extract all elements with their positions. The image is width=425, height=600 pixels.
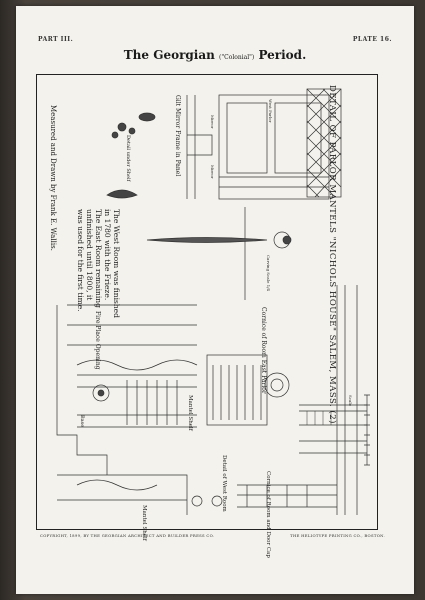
label-base: Base bbox=[79, 415, 85, 428]
note-line-1: The West Room was finished bbox=[112, 209, 121, 318]
label-fire-place: Fire Place Opening bbox=[94, 311, 101, 370]
main-heading: DETAIL OF PARLOR MANTELS "NICHOLS HOUSE"… bbox=[327, 85, 337, 424]
lattice-panel bbox=[306, 88, 342, 198]
page-title: The Georgian ("Colonial") Period. bbox=[16, 48, 414, 62]
label-scale: Scale bbox=[348, 395, 353, 407]
drawing-plate: DETAIL OF PARLOR MANTELS "NICHOLS HOUSE"… bbox=[36, 74, 378, 558]
label-carving-scale: Carving Scale 1/4 bbox=[266, 255, 271, 292]
note-line-4: unfinished until 1800, it bbox=[85, 209, 94, 301]
part-number: PART III. bbox=[38, 36, 74, 43]
note-line-3: The East Room remaining bbox=[94, 209, 103, 308]
label-mirror-side: Mirror bbox=[210, 165, 215, 179]
label-cornice-door: Cornice of Room and Door Cap bbox=[265, 471, 271, 558]
scale-bar bbox=[364, 394, 370, 466]
label-west-parlor: West Parlor bbox=[268, 99, 273, 123]
title-sub: ("Colonial") bbox=[219, 54, 255, 61]
mirror-frame-profile bbox=[186, 95, 213, 199]
label-detail-west-room: Detail of West Room bbox=[221, 455, 227, 512]
label-cornice-east: Cornice of Room East Parlor bbox=[260, 307, 267, 394]
footer-copyright: COPYRIGHT, 1899, BY THE GEORGIAN ARCHITE… bbox=[40, 533, 215, 538]
label-mantel-shelf-top: Mantel Shelf bbox=[187, 395, 193, 431]
ornament-sketch bbox=[106, 112, 156, 199]
note-line-5: was used for the first time. bbox=[76, 209, 85, 312]
carved-ornament-strip bbox=[146, 231, 292, 249]
label-gilt-mirror: Gilt Mirror Frame in Panel bbox=[174, 95, 181, 177]
mantel-section bbox=[56, 304, 198, 475]
column-capital bbox=[206, 354, 290, 426]
label-mirror-top: Mirror bbox=[210, 115, 215, 129]
architectural-drawing bbox=[56, 88, 370, 515]
plate-number: PLATE 16. bbox=[352, 36, 392, 43]
lower-profiles bbox=[57, 474, 337, 515]
footer-printer: THE HELIOTYPE PRINTING CO., BOSTON. bbox=[290, 533, 385, 538]
plate-sheet: PART III. PLATE 16. The Georgian ("Colon… bbox=[16, 6, 414, 594]
label-detail-under-shelf: Detail under Shelf bbox=[125, 135, 131, 182]
title-main-right: Period. bbox=[258, 48, 307, 62]
west-mantel-elevation bbox=[218, 94, 330, 200]
credit-line: Measured and Drawn by Frank E. Wallis. bbox=[49, 105, 57, 251]
cornice-profile bbox=[299, 285, 367, 515]
title-main-left: The Georgian bbox=[123, 48, 215, 62]
note-line-2: in 1780 with the Frieze. bbox=[103, 209, 112, 301]
